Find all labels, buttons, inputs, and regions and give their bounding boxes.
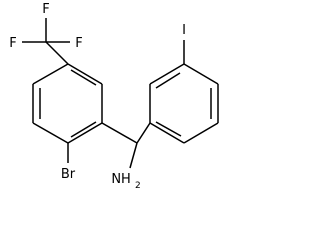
amine-label: NH 2 bbox=[111, 172, 140, 191]
amine-subscript: 2 bbox=[135, 181, 141, 191]
ring1-bond-1 bbox=[32, 63, 69, 85]
ring2-bond-5 bbox=[183, 122, 219, 144]
trifluoromethyl-bonds bbox=[22, 18, 70, 65]
ring2-bond-2 bbox=[149, 63, 185, 85]
structure-diagram: F F F I Br NH 2 bbox=[9, 2, 219, 191]
amine-text: NH bbox=[111, 172, 131, 187]
ring2-bond-6 bbox=[149, 122, 185, 144]
bond-ch-ring2 bbox=[136, 122, 151, 144]
fluorine-label-top: F bbox=[42, 2, 49, 17]
right-benzene-ring bbox=[149, 63, 219, 144]
bond-cf3-ring bbox=[45, 41, 69, 65]
methine-bonds bbox=[101, 122, 151, 169]
atom-labels: F F F I Br NH 2 bbox=[9, 2, 186, 191]
bond-ring1-ch bbox=[101, 122, 138, 144]
ring1-double-3 bbox=[70, 69, 97, 86]
ring2-double-1 bbox=[155, 72, 181, 89]
ring2-double-3 bbox=[155, 121, 182, 137]
bond-ch-nh2 bbox=[129, 142, 138, 169]
bromine-label: Br bbox=[61, 167, 76, 182]
ring2-bond-3 bbox=[183, 63, 219, 85]
ring1-bond-4 bbox=[67, 122, 103, 144]
iodine-label: I bbox=[182, 23, 186, 38]
fluorine-label-left: F bbox=[9, 36, 16, 51]
fluorine-label-right: F bbox=[75, 36, 82, 51]
ring1-double-2 bbox=[70, 121, 97, 138]
ring1-bond-3 bbox=[32, 122, 69, 144]
ring1-bond-6 bbox=[67, 63, 103, 85]
left-benzene-ring bbox=[32, 63, 103, 144]
